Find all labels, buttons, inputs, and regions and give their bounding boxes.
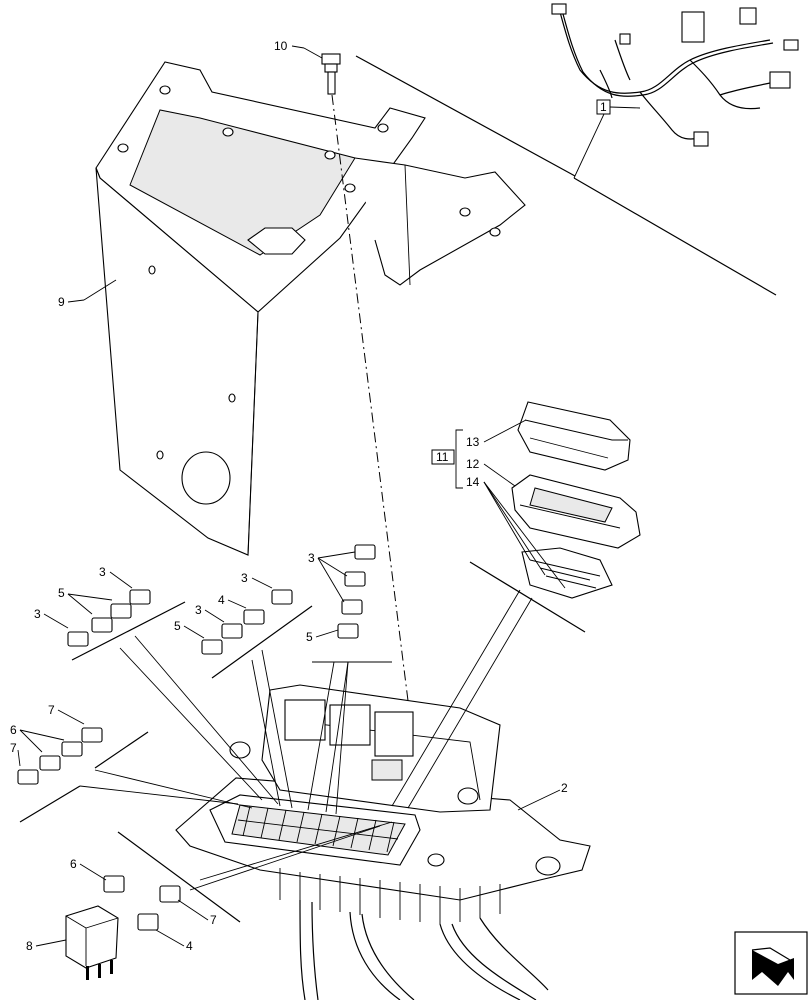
callout-14-label: 14 xyxy=(466,475,480,489)
fuse-set-left-lower: 7 6 7 xyxy=(10,703,103,785)
fuses-bottom: 6 7 4 xyxy=(70,857,217,953)
callout-7b-label: 7 xyxy=(10,741,17,755)
bolt xyxy=(321,53,341,95)
assembly-leader-lines xyxy=(79,589,533,891)
section-divider-harness xyxy=(573,177,777,296)
callout-12-label: 12 xyxy=(466,457,480,471)
fusebox-base-upper xyxy=(511,474,641,549)
navigation-arrow-icon[interactable] xyxy=(734,931,808,995)
callout-11-label: 11 xyxy=(436,450,449,464)
callout-2: 2 xyxy=(517,781,568,811)
main-fusebox xyxy=(175,684,591,1000)
callout-3e-label: 3 xyxy=(308,551,315,565)
callout-7a-label: 7 xyxy=(48,703,55,717)
section-divider-lower-left xyxy=(19,785,81,823)
callout-8-label: 8 xyxy=(26,939,33,953)
callout-3b-label: 3 xyxy=(34,607,41,621)
callout-9: 9 xyxy=(58,279,117,309)
callout-9-label: 9 xyxy=(58,295,65,309)
callout-2-label: 2 xyxy=(561,781,568,795)
callout-13-label: 13 xyxy=(466,435,480,449)
section-divider-fuses-left xyxy=(71,601,186,661)
callout-3c-label: 3 xyxy=(241,571,248,585)
callout-1: 1 xyxy=(573,99,641,179)
fuse-set-right: 3 5 xyxy=(306,544,376,644)
callout-6a-label: 6 xyxy=(10,723,17,737)
callout-1-label: 1 xyxy=(600,100,607,114)
terminal-strips xyxy=(521,547,613,599)
callout-10: 10 xyxy=(274,39,323,59)
callout-6b-label: 6 xyxy=(70,857,77,871)
section-divider-top xyxy=(355,55,576,177)
relay: 8 xyxy=(26,905,119,980)
callout-4a-label: 4 xyxy=(218,593,225,607)
section-divider-fuses-center xyxy=(211,605,313,679)
section-divider-fuses-lower xyxy=(94,731,149,769)
callout-5c-label: 5 xyxy=(306,630,313,644)
mounting-bracket xyxy=(95,61,526,556)
section-divider-bottom xyxy=(117,831,241,923)
fusebox-cover xyxy=(517,401,631,471)
callout-3d-label: 3 xyxy=(195,603,202,617)
callout-11-group: 11 13 12 14 xyxy=(431,419,566,589)
wiring-harness xyxy=(551,3,799,147)
callout-5b-label: 5 xyxy=(174,619,181,633)
fuse-set-left: 3 5 3 xyxy=(34,565,151,647)
callout-4b-label: 4 xyxy=(186,939,193,953)
section-divider-right xyxy=(469,561,586,633)
callout-5a-label: 5 xyxy=(58,586,65,600)
callout-10-label: 10 xyxy=(274,39,288,53)
callout-7c-label: 7 xyxy=(210,913,217,927)
callout-3a-label: 3 xyxy=(99,565,106,579)
fuse-set-center: 3 4 3 5 xyxy=(174,571,293,655)
